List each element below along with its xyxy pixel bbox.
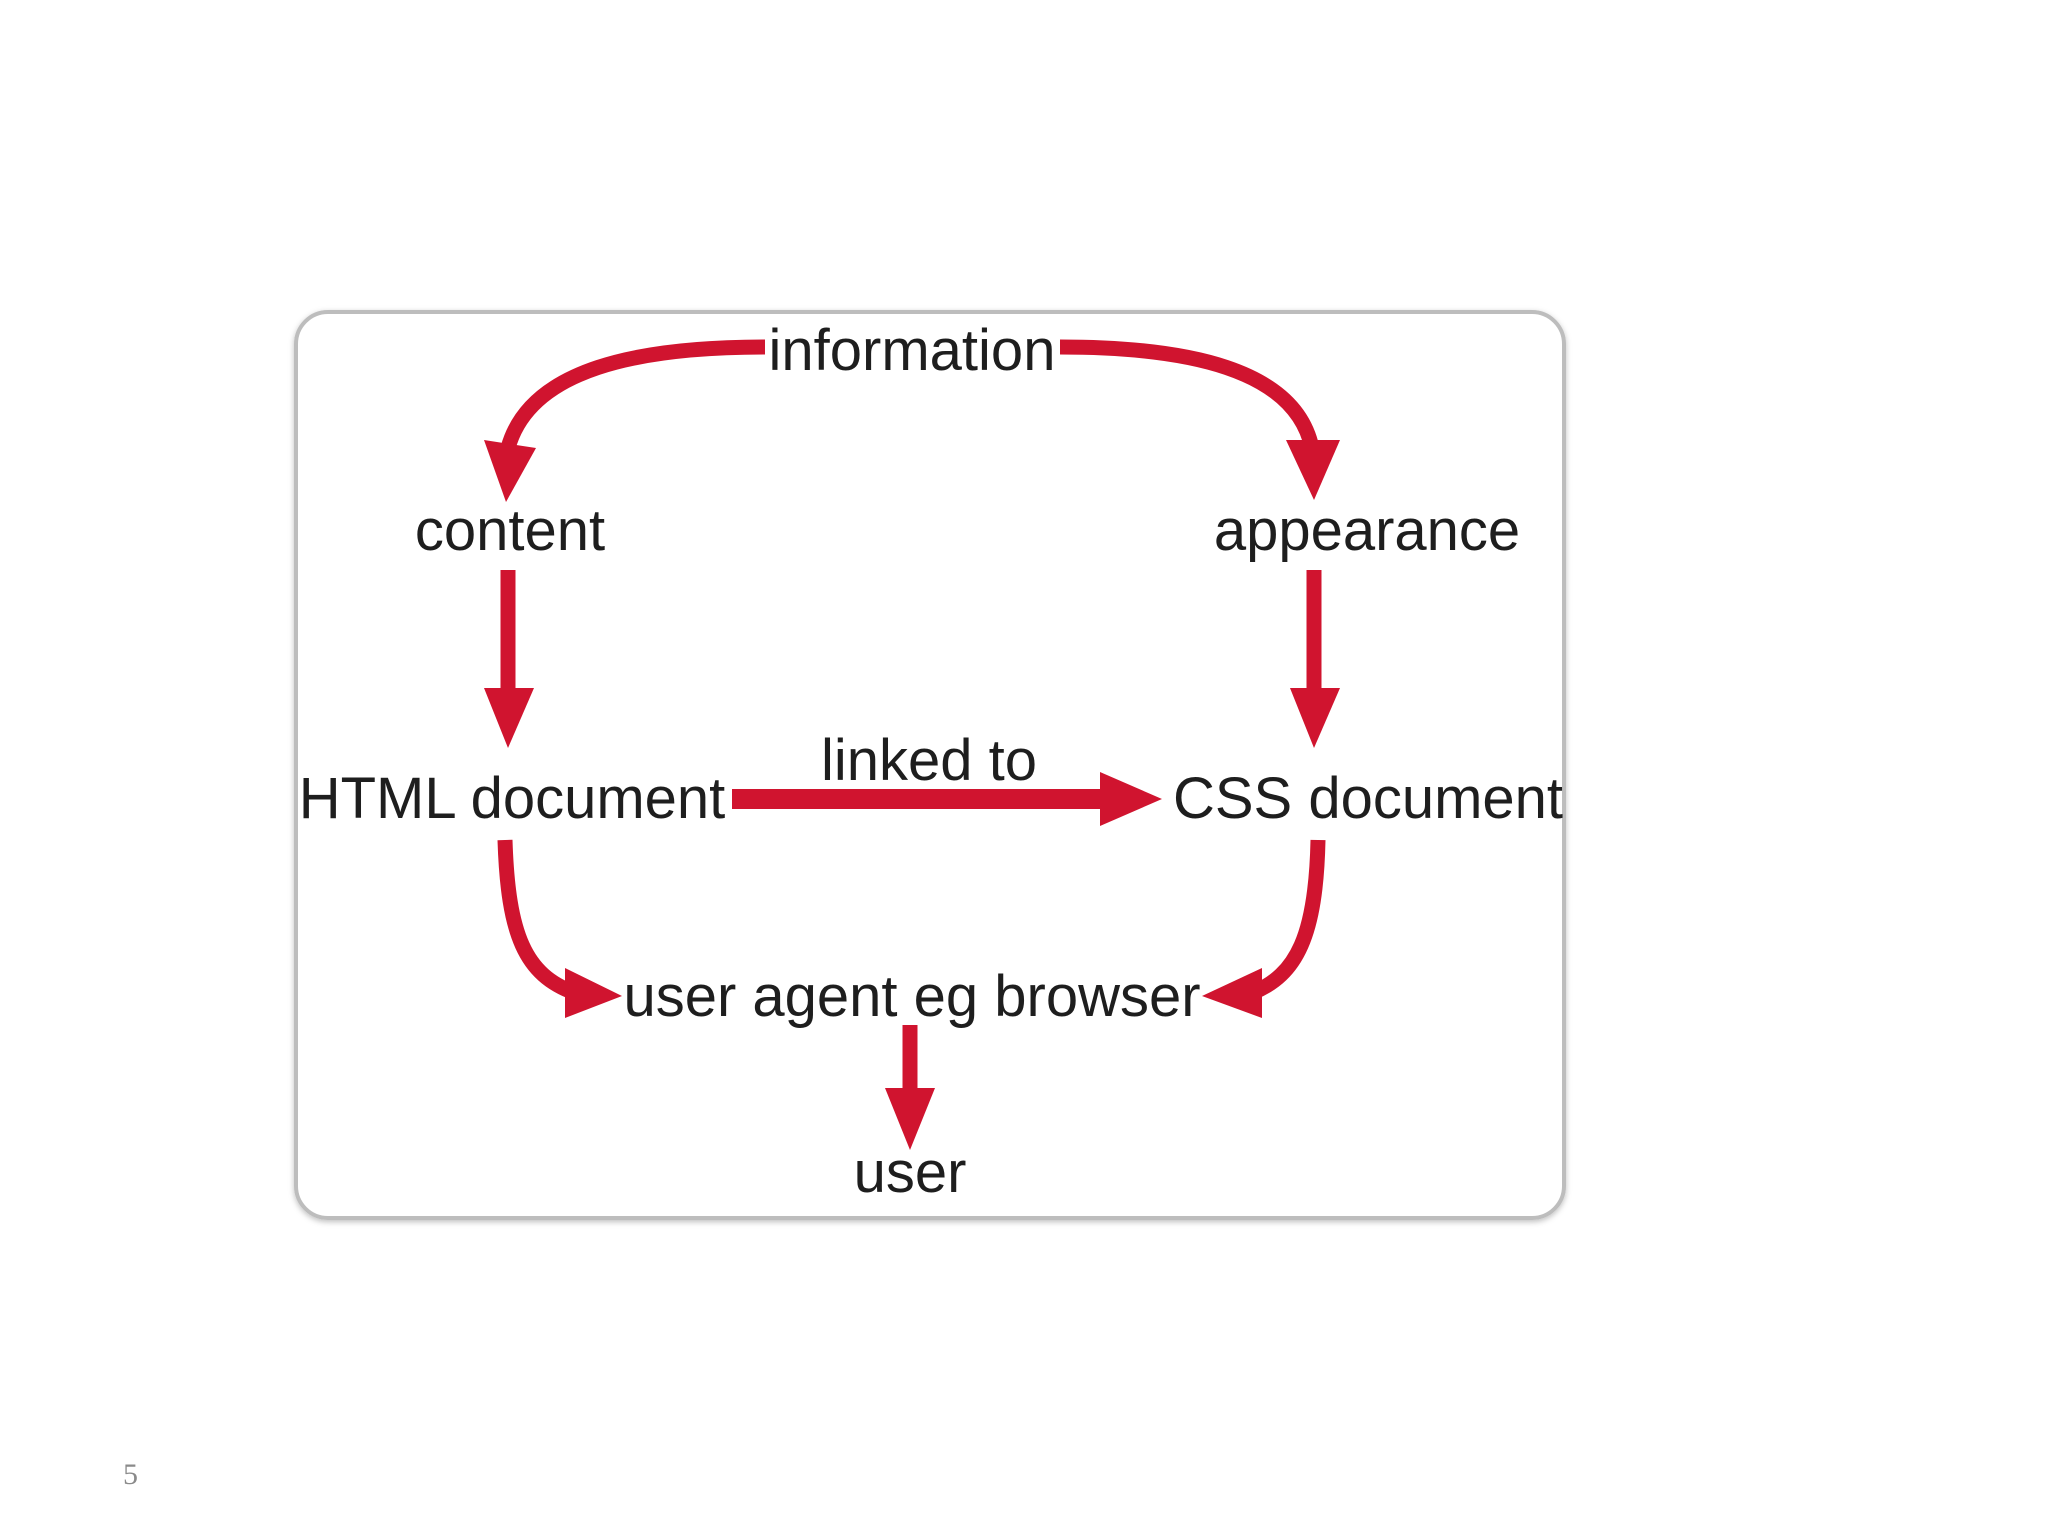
arrow-content-to-html-document xyxy=(484,570,534,748)
arrow-information-to-content xyxy=(484,339,766,502)
node-appearance: appearance xyxy=(1214,498,1520,563)
arrow-html-to-user-agent xyxy=(497,839,622,1018)
node-user: user xyxy=(854,1140,967,1205)
arrow-css-to-user-agent xyxy=(1202,839,1326,1018)
arrow-html-to-css-linked xyxy=(732,772,1162,826)
node-css-document: CSS document xyxy=(1173,766,1563,831)
node-html-document: HTML document xyxy=(299,766,726,831)
edge-label-linked-to: linked to xyxy=(821,728,1037,793)
node-content: content xyxy=(415,498,605,563)
arrow-user-agent-to-user xyxy=(885,1025,935,1150)
arrow-information-to-appearance xyxy=(1059,339,1340,500)
node-information: information xyxy=(769,318,1056,383)
node-user-agent: user agent eg browser xyxy=(623,964,1200,1029)
slide-number: 5 xyxy=(123,1458,138,1491)
arrow-appearance-to-css-document xyxy=(1290,570,1340,748)
